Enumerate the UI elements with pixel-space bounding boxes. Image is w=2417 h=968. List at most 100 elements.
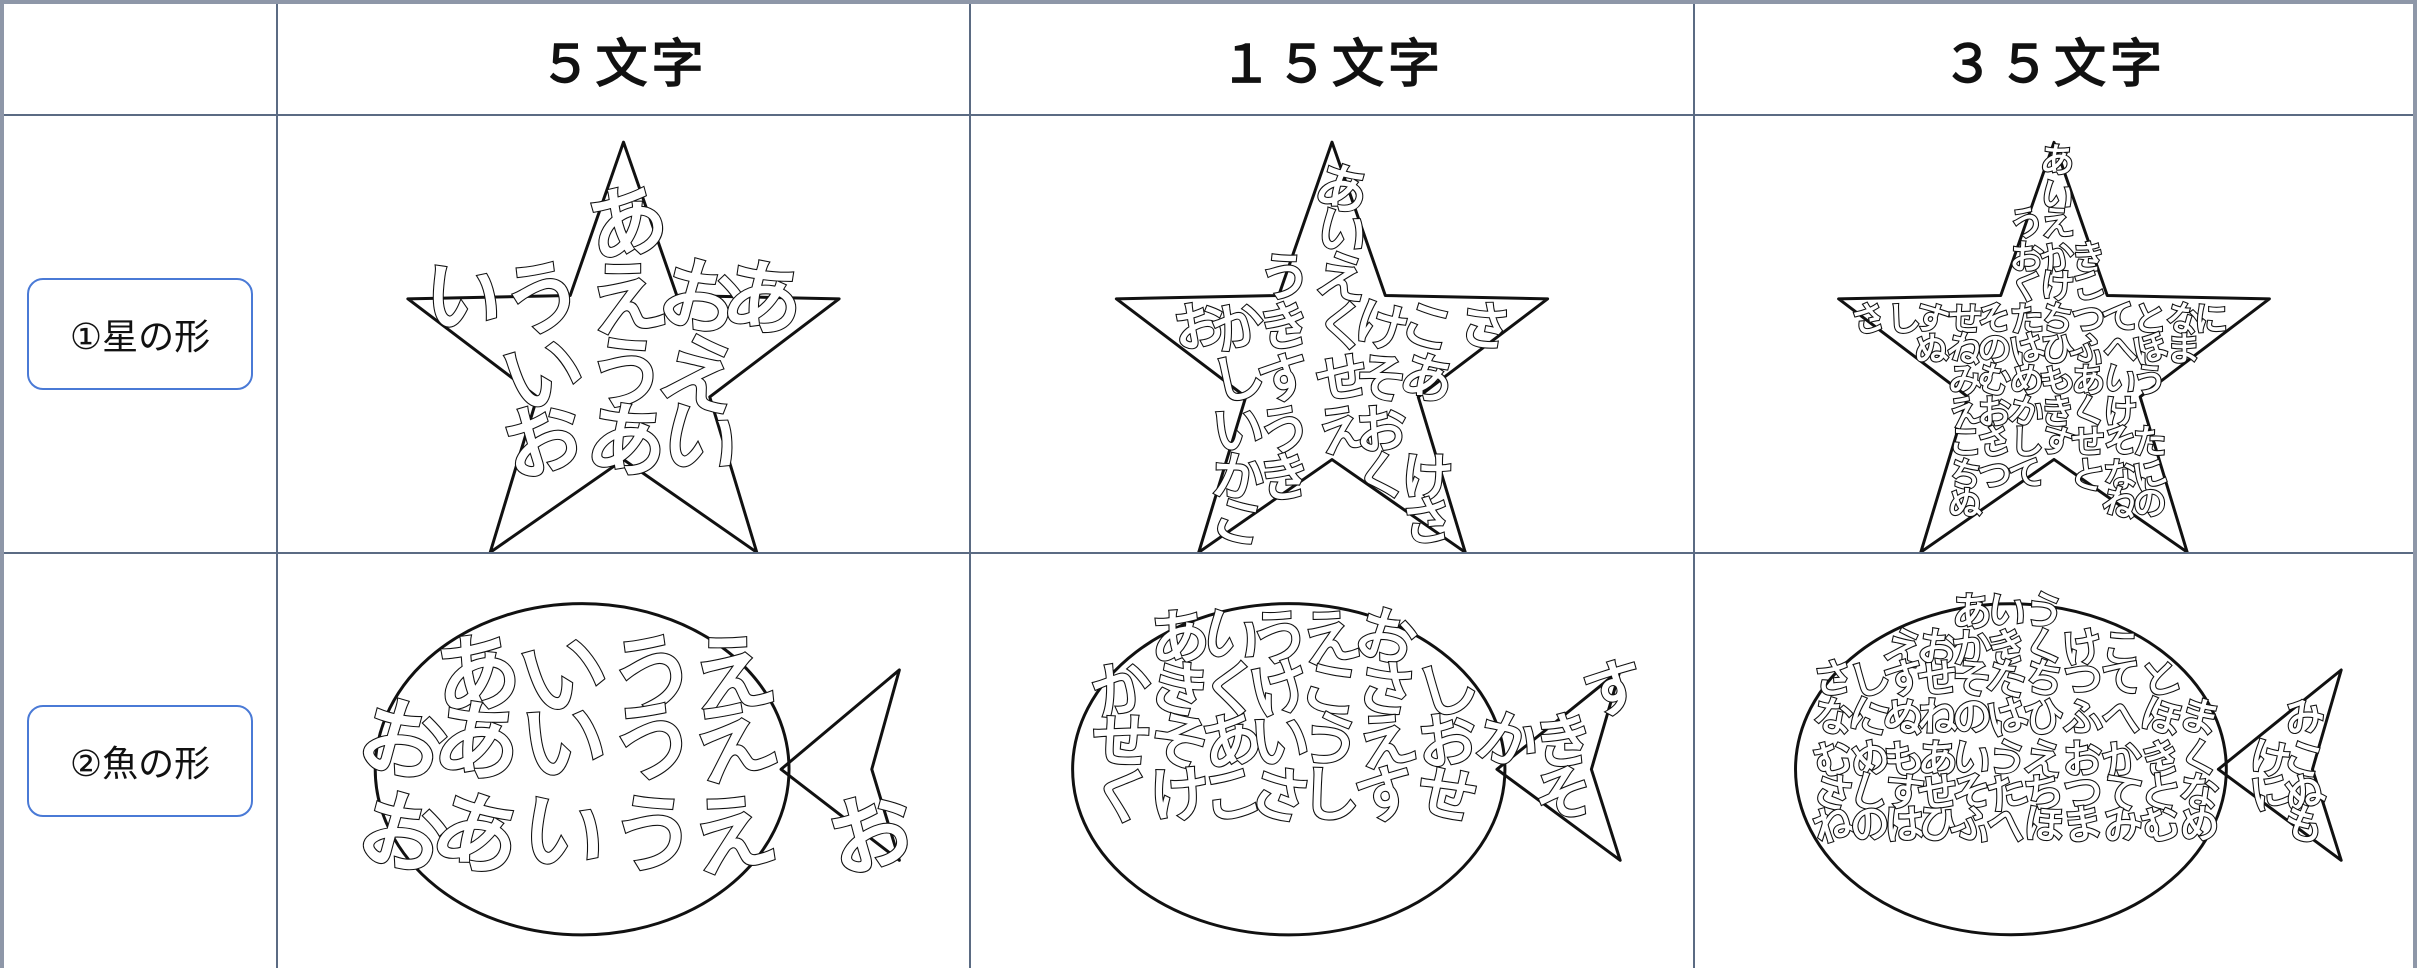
kana-glyph: お [2009,237,2045,278]
kana-glyph: お [1413,704,1481,780]
row-label-fish: ②魚の形 [27,705,253,817]
fish-body-outline [373,602,791,937]
kana-glyph: う [2133,361,2167,400]
kana-glyph: せ [1947,299,1983,340]
kana-glyph: あ [1952,589,1992,635]
kana-glyph: し [1300,761,1361,831]
fish-15-image: あいうえおかきくけこさしすせそあいうえおかきくけこさしすせそ [971,554,1695,968]
fish-5-image: あいうえおあいうえおあいうえお [278,554,971,968]
fish-35-image: あいうえおかきくけこさしすせそたちつてとなにぬねのはひふへほまみむめもあいうえお… [1695,554,2413,968]
kana-glyph: さ [1397,489,1458,552]
kana-glyph: あ [1917,736,1959,784]
header-15-chars: １５文字 [971,4,1695,116]
fish-15-svg: あいうえおかきくけこさしすせそあいうえおかきくけこさしすせそ [1071,596,1654,937]
kana-glyph: つ [2061,769,2104,818]
kana-glyph: ふ [2061,694,2104,742]
header-5-chars-label: ５文字 [539,34,708,95]
kana-glyph: さ [1847,295,1891,342]
kana-glyph: ぬ [1914,329,1950,370]
kana-glyph: そ [1949,654,1995,705]
fish-body-outline [1071,602,1507,937]
header-35-chars: ３５文字 [1695,4,2413,116]
kana-glyph: と [2133,299,2167,338]
kana-glyph: い [512,779,615,892]
kana-glyph: の [1977,329,2012,369]
kana-glyph: ま [2059,799,2105,850]
kana-glyph: い [1249,707,1312,778]
kana-glyph: つ [2060,654,2105,705]
kana-glyph: い [418,248,508,350]
star-35-image: あいうえおかきくけこさしすせそたちつてとなにぬねのはひふへほまみむめもあいうえお… [1695,116,2413,554]
kana-glyph: か [1951,624,1994,673]
star-15-svg: あいうえおかきくけこさしすせそあいうえおかきくけこさ [1114,140,1550,552]
kana-glyph: き [1530,704,1598,780]
kana-glyph: け [1147,759,1212,832]
kana-glyph: え [681,778,786,893]
kana-glyph: せ [1916,768,1961,818]
kana-glyph: あ [716,246,810,351]
kana-glyph: ま [2166,330,2200,369]
kana-glyph: ひ [1914,799,1961,851]
kana-glyph: へ [2103,330,2137,369]
kana-glyph: く [1199,654,1263,727]
kana-glyph: つ [2071,299,2106,339]
kana-glyph: ほ [2022,801,2065,850]
kana-glyph: い [1210,399,1266,463]
kana-glyph: え [581,247,673,351]
kana-glyph: な [2103,455,2138,495]
header-corner-cell [4,4,278,116]
kana-glyph: う [587,327,668,421]
kana-glyph: に [2194,300,2228,339]
kana-glyph: さ [1456,295,1514,360]
header-15-chars-label: １５文字 [1219,34,1444,95]
header-35-chars-label: ３５文字 [1941,34,2166,95]
kana-glyph: き [2040,393,2074,432]
kana-glyph: た [2132,422,2167,462]
kana-glyph: け [2103,393,2137,432]
kana-glyph: せ [1916,655,1960,705]
kana-glyph: こ [1948,422,1982,461]
kana-glyph: さ [1810,654,1857,706]
kana-glyph: う [1257,247,1312,310]
star-35-svg: あいうえおかきくけこさしすせそたちつてとなにぬねのはひふへほまみむめもあいうえお… [1837,138,2271,552]
header-5-chars: ５文字 [278,4,971,116]
kana-glyph: く [2175,733,2224,787]
kana-glyph: せ [1312,346,1372,413]
kana-glyph: そ [1352,346,1411,412]
kana-glyph: ね [1917,694,1958,741]
kana-glyph: け [2059,622,2107,675]
row-star-label-cell: ①星の形 [4,116,278,554]
kana-glyph: く [1350,443,1414,513]
star-5-image: あいうえおあいうえおあい [278,116,971,554]
fish-tail-outline [2216,668,2343,862]
kana-glyph: ち [2021,767,2067,818]
kana-glyph: て [2100,654,2145,704]
star-outline [1114,140,1550,552]
kana-glyph: し [2010,422,2044,461]
kana-glyph: い [517,690,611,796]
kana-glyph: た [1981,652,2032,708]
kana-glyph: う [1245,600,1315,678]
kana-glyph: も [1881,733,1929,786]
kana-glyph: か [1209,446,1267,511]
kana-glyph: は [1883,801,1925,849]
kana-glyph: す [1882,768,1927,819]
kana-glyph: け [2040,266,2075,306]
kana-glyph: お [1354,399,1410,462]
kana-glyph: ひ [2040,329,2075,369]
kana-glyph: へ [2098,692,2145,744]
kana-glyph: ぬ [1948,484,1982,523]
kana-glyph: き [1255,445,1316,513]
fish-5-svg: あいうえおあいうえおあいうえお [347,602,927,937]
kana-glyph: あ [582,390,673,492]
kana-glyph: け [2246,733,2294,786]
kana-glyph: こ [2101,625,2143,673]
kana-glyph: う [610,786,697,886]
kana-glyph: え [683,620,783,731]
kana-glyph: せ [2071,422,2105,462]
kana-glyph: あ [2039,140,2076,182]
star-outline [406,140,841,552]
kana-glyph: つ [1977,456,2011,495]
kana-glyph: め [2010,361,2045,401]
